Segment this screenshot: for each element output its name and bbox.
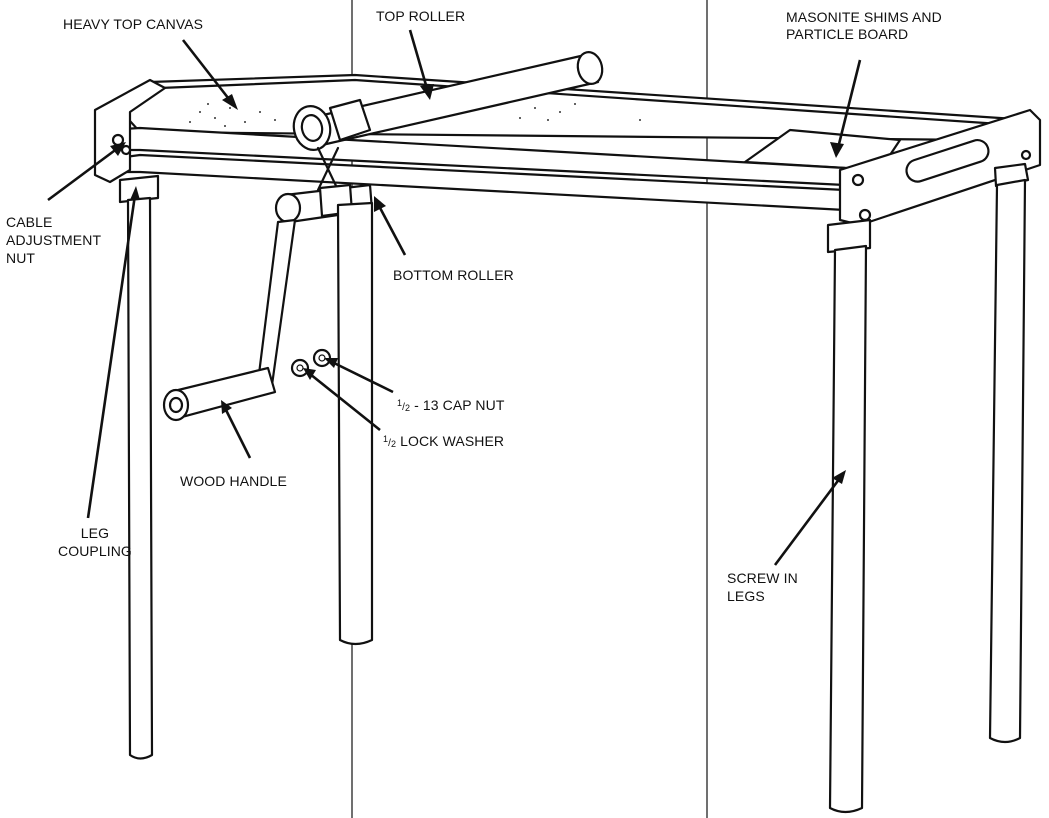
leg-back-right [988, 162, 1030, 744]
label-cap-nut: 1/2 - 13 CAP NUT [397, 397, 505, 413]
label-lock-washer: 1/2 LOCK WASHER [383, 433, 505, 449]
label-bottom-roller: BOTTOM ROLLER [393, 267, 514, 283]
label-screw-line2: LEGS [727, 588, 765, 604]
label-heavy-top-canvas: HEAVY TOP CANVAS [63, 16, 204, 32]
label-masonite-line2: PARTICLE BOARD [786, 26, 909, 42]
left-end-bracket [93, 78, 167, 184]
leg-front-right [826, 218, 872, 814]
crank-handle [162, 218, 297, 422]
roller-cables [316, 146, 340, 192]
front-rail [103, 126, 847, 212]
label-masonite: MASONITE SHIMS AND PARTICLE BOARD [786, 9, 942, 43]
label-top-roller: TOP ROLLER [376, 8, 466, 24]
label-cable-line3: NUT [6, 250, 36, 266]
leader-arrows [47, 29, 862, 566]
label-leg-coupling-line1: LEG [80, 525, 110, 541]
label-leg-coupling-line2: COUPLING [58, 543, 132, 559]
leg-front-left [118, 174, 160, 760]
leg-back-left [336, 201, 374, 646]
label-cable-adjustment-nut: CABLE ADJUSTMENT NUT [6, 213, 101, 267]
right-end-bracket [838, 108, 1042, 227]
label-screw-line1: SCREW IN [727, 570, 798, 586]
lock-washer-fraction: 1/2 [383, 434, 397, 449]
label-cable-line2: ADJUSTMENT [6, 232, 102, 248]
label-wood-handle: WOOD HANDLE [180, 473, 287, 489]
label-leg-coupling: LEG COUPLING [58, 524, 132, 560]
label-cable-line1: CABLE [6, 214, 53, 230]
top-roller [292, 51, 604, 151]
label-screw-in-legs: SCREW IN LEGS [727, 569, 798, 605]
cap-nut-fraction: 1/2 [397, 398, 411, 413]
label-masonite-line1: MASONITE SHIMS AND [786, 9, 942, 25]
